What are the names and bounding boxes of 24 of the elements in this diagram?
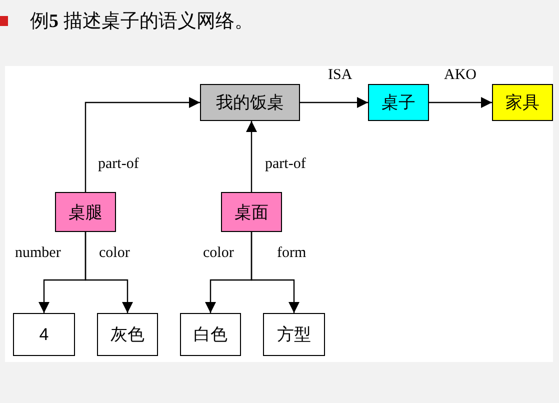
edge-label: part-of	[98, 156, 139, 173]
part-box: 桌腿	[55, 192, 116, 232]
arrow	[250, 232, 300, 313]
value-box: 灰色	[97, 313, 158, 356]
value-box: 4	[13, 313, 75, 356]
part-box: 桌面	[221, 192, 282, 232]
edge-label: form	[277, 245, 306, 262]
value-box: 白色	[180, 313, 241, 356]
arrow	[84, 97, 200, 192]
arrow	[300, 97, 368, 108]
concept-box: 我的饭桌	[200, 84, 300, 121]
concept-box: 桌子	[368, 84, 429, 121]
concept-box: 家具	[492, 84, 553, 121]
edge-label: part-of	[265, 156, 306, 173]
arrow	[429, 97, 492, 108]
edge-label: color	[203, 245, 234, 262]
title: 例5 描述桌子的语义网络。	[30, 10, 254, 34]
arrow	[246, 121, 257, 192]
edge-label: number	[15, 245, 61, 262]
edge-label: AKO	[444, 67, 476, 84]
arrow	[84, 232, 133, 313]
edge-label: color	[99, 245, 130, 262]
value-box: 方型	[263, 313, 325, 356]
edge-label: ISA	[328, 67, 352, 84]
